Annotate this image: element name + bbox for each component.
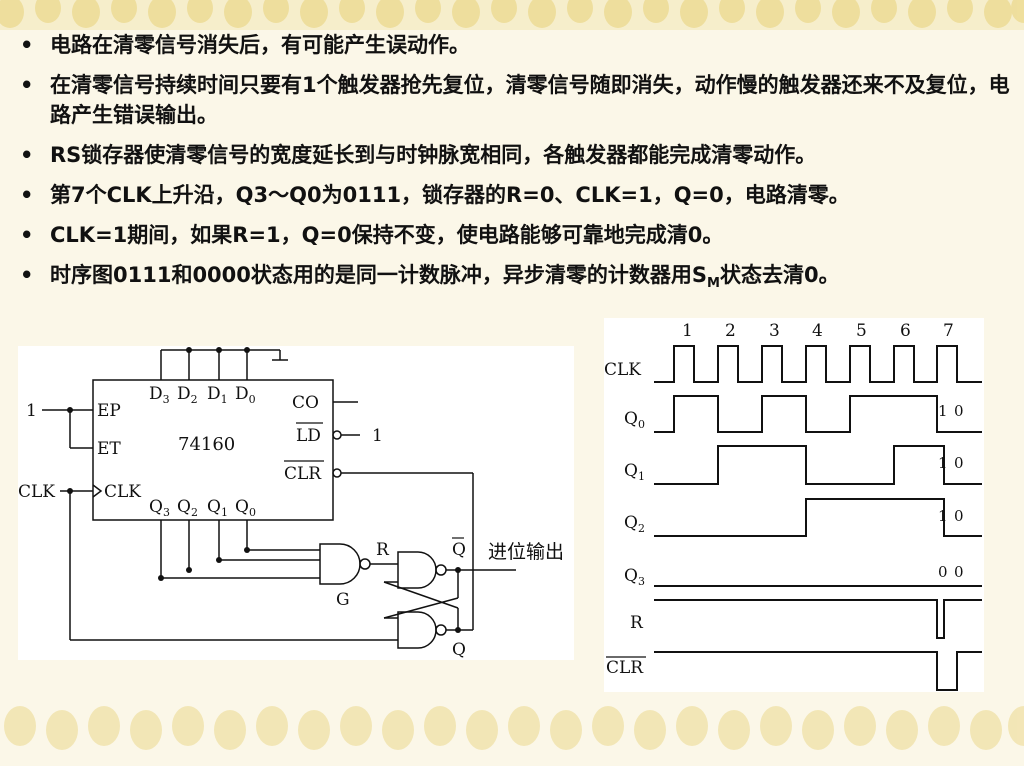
annotation-q1-left: 1 xyxy=(938,454,948,472)
bullet-text: CLK=1期间，如果R=1，Q=0保持不变，使电路能够可靠地完成清0。 xyxy=(50,223,724,247)
latch-qbar-label: Q xyxy=(452,540,466,560)
chip-74160-body xyxy=(92,379,334,521)
bullet-text-part: 状态去清0。 xyxy=(719,263,840,287)
waveform-q2 xyxy=(654,498,982,537)
pulse-number: 3 xyxy=(769,321,780,341)
timing-diagram: 1 2 3 4 5 6 7 CLK Q0 Q1 Q2 Q3 R CLR 1 0 … xyxy=(604,321,982,691)
waveform-q1 xyxy=(654,445,982,485)
signal-label-q2: Q2 xyxy=(624,513,645,535)
bullet-text: 在清零信号持续时间只要有1个触发器抢先复位，清零信号随即消失，动作慢的触发器还来… xyxy=(50,73,1010,127)
pin-q1-label: Q1 xyxy=(207,497,228,519)
waveform-r xyxy=(654,599,982,639)
pin-ep-label: EP xyxy=(97,401,121,421)
bullet-text-part: 时序图0111和0000状态用的是同一计数脉冲，异步清零的计数器用S xyxy=(50,263,708,287)
signal-label-clk: CLK xyxy=(604,360,641,380)
signal-label-q3: Q3 xyxy=(624,566,645,588)
bullet-list: •电路在清零信号消失后，有可能产生误动作。 •在清零信号持续时间只要有1个触发器… xyxy=(16,30,1016,309)
counter-circuit-diagram: D3 D2 D1 D0 EP ET CLK 74160 CO LD CLR Q3… xyxy=(18,347,564,660)
bullet-item: •在清零信号持续时间只要有1个触发器抢先复位，清零信号随即消失，动作慢的触发器还… xyxy=(16,70,1016,130)
decorative-top-band xyxy=(0,0,1024,30)
bullet-item: •第7个CLK上升沿，Q3～Q0为0111，锁存器的R=0、CLK=1，Q=0，… xyxy=(16,180,1016,210)
clk-input-label: CLK xyxy=(18,482,55,502)
signal-label-q1: Q1 xyxy=(624,461,645,483)
annotation-q0-left: 1 xyxy=(938,402,948,420)
bullet-item: •RS锁存器使清零信号的宽度延长到与时钟脉宽相同，各触发器都能完成清零动作。 xyxy=(16,140,1016,170)
annotation-q1-right: 0 xyxy=(954,454,964,472)
bullet-item: •CLK=1期间，如果R=1，Q=0保持不变，使电路能够可靠地完成清0。 xyxy=(16,220,1016,250)
pin-q3-label: Q3 xyxy=(149,497,170,519)
waveform-clk xyxy=(654,345,982,383)
gate-g-label: G xyxy=(336,590,350,610)
pin-ld-label: LD xyxy=(296,426,321,446)
pulse-number: 5 xyxy=(856,321,867,341)
signal-label-clr: CLR xyxy=(606,658,644,678)
annotation-q0-right: 0 xyxy=(954,402,964,420)
annotation-q3-right: 0 xyxy=(954,563,964,581)
bullet-text: 时序图0111和0000状态用的是同一计数脉冲，异步清零的计数器用SM状态去清0… xyxy=(50,260,1016,299)
pin-et-label: ET xyxy=(97,439,121,459)
pulse-number: 7 xyxy=(943,321,954,341)
pin-d2-label: D2 xyxy=(177,384,198,406)
annotation-q2-left: 1 xyxy=(938,507,948,525)
latch-q-label: Q xyxy=(452,640,466,660)
pin-d1-label: D1 xyxy=(207,384,228,406)
pin-clr-label: CLR xyxy=(284,464,322,484)
pulse-number: 6 xyxy=(900,321,911,341)
pin-d0-label: D0 xyxy=(235,384,256,406)
pulse-number: 4 xyxy=(812,321,823,341)
latch-r-label: R xyxy=(376,540,390,560)
annotation-q2-right: 0 xyxy=(954,507,964,525)
pulse-number: 2 xyxy=(725,321,736,341)
pin-q2-label: Q2 xyxy=(177,497,198,519)
bullet-text: 电路在清零信号消失后，有可能产生误动作。 xyxy=(50,33,470,57)
pin-d3-label: D3 xyxy=(149,384,170,406)
bullet-subscript: M xyxy=(707,276,720,292)
bullet-text: RS锁存器使清零信号的宽度延长到与时钟脉宽相同，各触发器都能完成清零动作。 xyxy=(50,143,817,167)
signal-label-r: R xyxy=(630,613,644,633)
ep-input-value: 1 xyxy=(26,401,37,421)
pulse-number: 1 xyxy=(682,321,693,341)
pin-q0-label: Q0 xyxy=(235,497,256,519)
bullet-item: •电路在清零信号消失后，有可能产生误动作。 xyxy=(16,30,1016,60)
chip-name: 74160 xyxy=(178,434,235,455)
annotation-q3-left: 0 xyxy=(938,563,948,581)
timing-figure: 1 2 3 4 5 6 7 CLK Q0 Q1 Q2 Q3 R CLR 1 0 … xyxy=(604,318,984,692)
ld-input-value: 1 xyxy=(372,426,383,446)
pin-clk-label: CLK xyxy=(104,482,141,502)
decorative-bottom-band xyxy=(0,686,1024,766)
bullet-text: 第7个CLK上升沿，Q3～Q0为0111，锁存器的R=0、CLK=1，Q=0，电… xyxy=(50,183,850,207)
signal-label-q0: Q0 xyxy=(624,409,645,431)
waveform-clr xyxy=(654,651,982,691)
carry-output-label: 进位输出 xyxy=(488,541,564,563)
pin-co-label: CO xyxy=(292,393,319,413)
counter-circuit-figure: D3 D2 D1 D0 EP ET CLK 74160 CO LD CLR Q3… xyxy=(18,346,574,660)
waveform-q0 xyxy=(654,395,982,433)
bullet-item: •时序图0111和0000状态用的是同一计数脉冲，异步清零的计数器用SM状态去清… xyxy=(16,260,1016,299)
